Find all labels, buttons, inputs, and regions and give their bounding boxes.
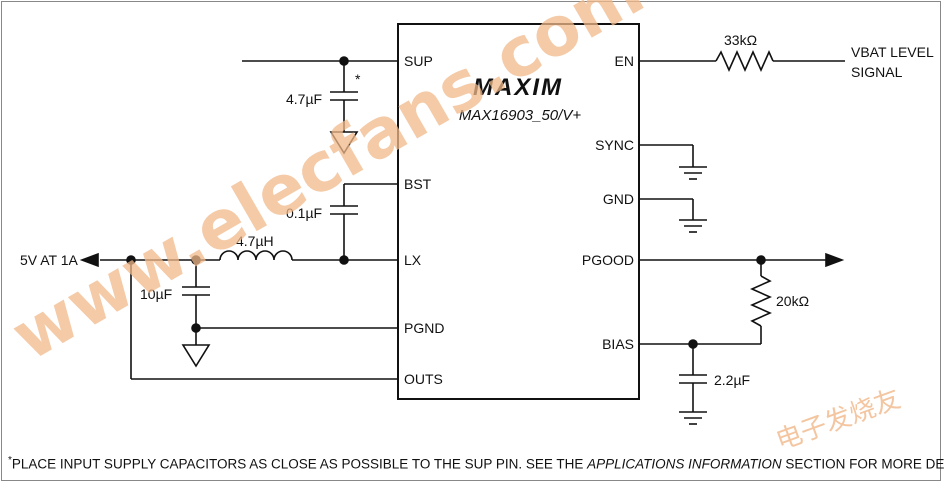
label-r-en: 33kΩ [724,32,757,48]
label-inductor: 4.7µH [236,233,274,249]
label-c-bst: 0.1µF [286,205,322,221]
ic-body [397,23,640,400]
pgood-arrow [825,252,845,268]
footnote-text-c: SECTION FOR MORE DETAILS. [785,456,944,472]
label-c-out: 10µF [140,286,172,302]
footnote-mark: * [8,455,12,466]
maxim-logo: MAXIM [473,74,563,101]
ground-triangle-pgnd [181,344,211,368]
pin-lx: LX [404,252,422,268]
footnote-text-a: PLACE INPUT SUPPLY CAPACITORS AS CLOSE A… [11,456,588,472]
output-arrow [79,252,99,268]
label-output: 5V AT 1A [20,252,79,268]
pin-sync: SYNC [595,137,634,153]
pin-bias: BIAS [602,336,634,352]
footnote: *PLACE INPUT SUPPLY CAPACITORS AS CLOSE … [8,455,944,472]
inductor [219,250,293,261]
resistor-pgood [750,275,772,327]
label-vbat-1: VBAT LEVEL [851,44,934,60]
pin-bst: BST [404,176,432,192]
label-c-sup-mark: * [355,71,361,87]
ground-triangle-sup [329,131,359,155]
pin-outs: OUTS [404,371,443,387]
pin-sup: SUP [404,53,433,69]
footnote-text-b: APPLICATIONS INFORMATION [587,456,782,472]
pin-pgood: PGOOD [582,252,634,268]
resistor-en [715,50,774,72]
pin-pgnd: PGND [404,320,444,336]
label-r-pgood: 20kΩ [776,293,809,309]
label-c-bias: 2.2µF [714,372,750,388]
watermark-main: www.elecfans.com [0,0,657,377]
part-number: MAX16903_50/V+ [459,107,581,124]
pin-en: EN [615,53,634,69]
label-c-sup: 4.7µF [286,91,322,107]
watermark-corner: 电子发烧友 [772,384,904,457]
pin-gnd: GND [603,191,634,207]
label-vbat-2: SIGNAL [851,64,903,80]
